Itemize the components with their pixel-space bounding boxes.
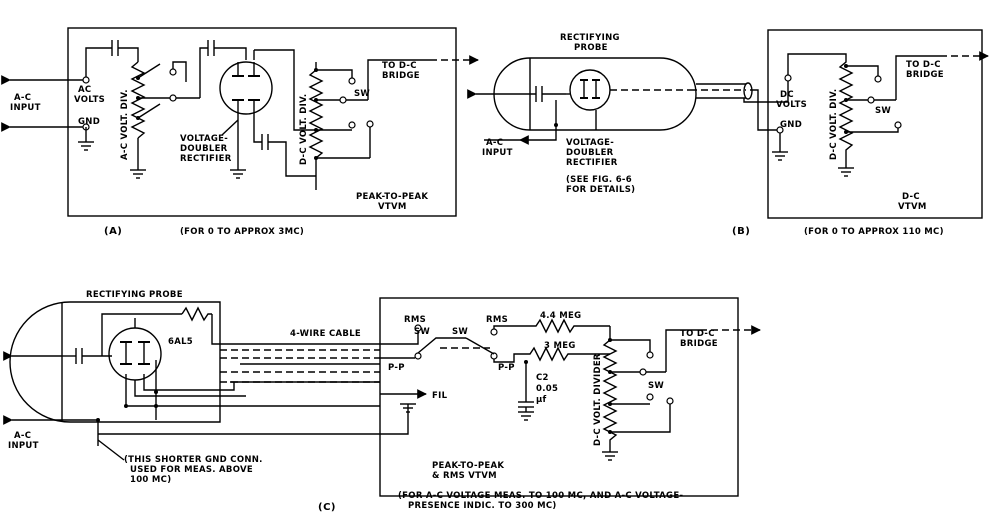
ground-icon	[772, 151, 788, 161]
ac-input-label-c-2: INPUT	[8, 441, 39, 451]
panel-a-label: (A)	[104, 226, 122, 237]
vtvm-c-label-1: PEAK-TO-PEAK	[432, 461, 504, 471]
see-fig-label-1: (SEE FIG. 6-6	[566, 175, 632, 185]
rectifier-label-b-2: DOUBLER	[566, 148, 614, 158]
panel-c-caption-1: (FOR A-C VOLTAGE MEAS. TO 100 MC, AND A-…	[398, 491, 683, 501]
ground-icon	[518, 411, 534, 421]
probe-label-b-2: PROBE	[574, 43, 608, 53]
panel-b-caption: (FOR 0 TO APPROX 110 MC)	[804, 227, 944, 237]
dc-divider-label-c: D-C VOLT. DIVIDER	[593, 353, 603, 446]
dc-volts-label-2: VOLTS	[776, 100, 807, 110]
dc-divider-resistor	[308, 62, 324, 176]
dc-divider-label-b: D-C VOLT. DIV.	[829, 89, 839, 160]
vtvm-a-label-2: VTVM	[378, 202, 407, 212]
vtvm-b-enclosure	[767, 29, 983, 219]
panel-a-caption: (FOR 0 TO APPROX 3MC)	[180, 227, 304, 237]
cable-label: 4-WIRE CABLE	[290, 329, 361, 339]
sw-label-c1: SW	[414, 327, 430, 337]
ac-volts-label-2: VOLTS	[74, 95, 105, 105]
ground-icon	[230, 169, 246, 179]
r2-label: 3 MEG	[544, 341, 576, 351]
switch-label-a: SW	[354, 89, 370, 99]
vtvm-c-label-2: & RMS VTVM	[432, 471, 497, 481]
gnd-label-a: GND	[78, 117, 100, 127]
rectifier-label-b-1: VOLTAGE-	[566, 138, 614, 148]
panel-c-label: (C)	[318, 502, 336, 513]
dc-divider-resistor-c	[602, 326, 618, 452]
probe-label-b-1: RECTIFYING	[560, 33, 620, 43]
pp-label-2: P-P	[498, 363, 515, 373]
to-bridge-label-a-1: TO D-C	[382, 61, 417, 71]
ac-volts-label-1: AC	[78, 85, 91, 95]
panel-a: A-C VOLT. DIV. VOLTAGE- DOUBLER RECTIFIE…	[1, 27, 479, 237]
vtvm-b-label-2: VTVM	[898, 202, 927, 212]
probe-tube-icon	[569, 69, 611, 111]
ground-icon	[602, 451, 618, 461]
ground-icon	[838, 167, 854, 177]
rectifying-probe-b	[493, 57, 697, 131]
to-bridge-label-c-2: BRIDGE	[680, 339, 718, 349]
rectifier-label-line2: DOUBLER	[180, 144, 228, 154]
gnd-note-3: 100 MC)	[130, 475, 171, 485]
cap-label-2: 0.05	[536, 384, 558, 394]
rectifier-label-line1: VOLTAGE-	[180, 134, 228, 144]
ac-input-label-a-2: INPUT	[10, 103, 41, 113]
rectifier-label-line3: RECTIFIER	[180, 154, 232, 164]
gnd-label-b: GND	[780, 120, 802, 130]
panel-b-label: (B)	[732, 226, 750, 237]
sw-label-c2: SW	[452, 327, 468, 337]
to-bridge-label-b-1: TO D-C	[906, 60, 941, 70]
see-fig-label-2: FOR DETAILS)	[566, 185, 635, 195]
probe-label-c: RECTIFYING PROBE	[86, 290, 183, 300]
vtvm-a-enclosure	[67, 27, 457, 217]
6al5-tube-icon	[108, 327, 162, 381]
to-bridge-label-a-2: BRIDGE	[382, 71, 420, 81]
ac-input-label-c-1: A-C	[14, 431, 31, 441]
panel-c-caption-2: PRESENCE INDIC. TO 300 MC)	[408, 501, 557, 511]
pp-label-1: P-P	[388, 363, 405, 373]
cap-label-1: C2	[536, 373, 549, 383]
switch-label-b: SW	[875, 106, 891, 116]
gnd-note-1: (THIS SHORTER GND CONN.	[124, 455, 263, 465]
rms-label-2: RMS	[486, 315, 508, 325]
rectifying-probe-c	[9, 301, 221, 423]
vtvm-b-label-1: D-C	[902, 192, 920, 202]
ac-input-label-b-1: A-C	[486, 138, 503, 148]
resistor-4-4-meg	[520, 318, 610, 334]
tube-label: 6AL5	[168, 337, 193, 347]
ac-input-label-b-2: INPUT	[482, 148, 513, 158]
panel-b: D-C VOLT. DIV. SW TO D-C BRIDGE DC VOLTS…	[467, 29, 989, 237]
rectifier-label-b-3: RECTIFIER	[566, 158, 618, 168]
gnd-note-2: USED FOR MEAS. ABOVE	[130, 465, 253, 475]
dc-divider-label: D-C VOLT. DIV.	[299, 94, 309, 165]
r1-label: 4.4 MEG	[540, 311, 581, 321]
ground-icon	[130, 169, 146, 179]
ac-divider-label: A-C VOLT. DIV.	[120, 89, 130, 160]
vtvm-c-enclosure	[379, 297, 739, 497]
ground-icon	[400, 403, 416, 413]
ground-icon	[78, 141, 94, 151]
doubler-tube-icon	[219, 61, 273, 115]
cap-label-3: μf	[536, 395, 547, 405]
rms-label-1: RMS	[404, 315, 426, 325]
to-bridge-label-c-1: TO D-C	[680, 329, 715, 339]
ac-input-label-a-1: A-C	[14, 93, 31, 103]
vtvm-a-label-1: PEAK-TO-PEAK	[356, 192, 428, 202]
dc-divider-resistor-b	[787, 53, 854, 168]
dc-volts-label-1: DC	[780, 90, 794, 100]
fil-label: FIL	[432, 391, 448, 401]
resistor-3-meg	[493, 346, 610, 363]
sw-label-c3: SW	[648, 381, 664, 391]
to-bridge-label-b-2: BRIDGE	[906, 70, 944, 80]
panel-c: 6AL5 RECTIFYING PROBE 4-WIRE CABLE A-C I…	[3, 290, 761, 513]
